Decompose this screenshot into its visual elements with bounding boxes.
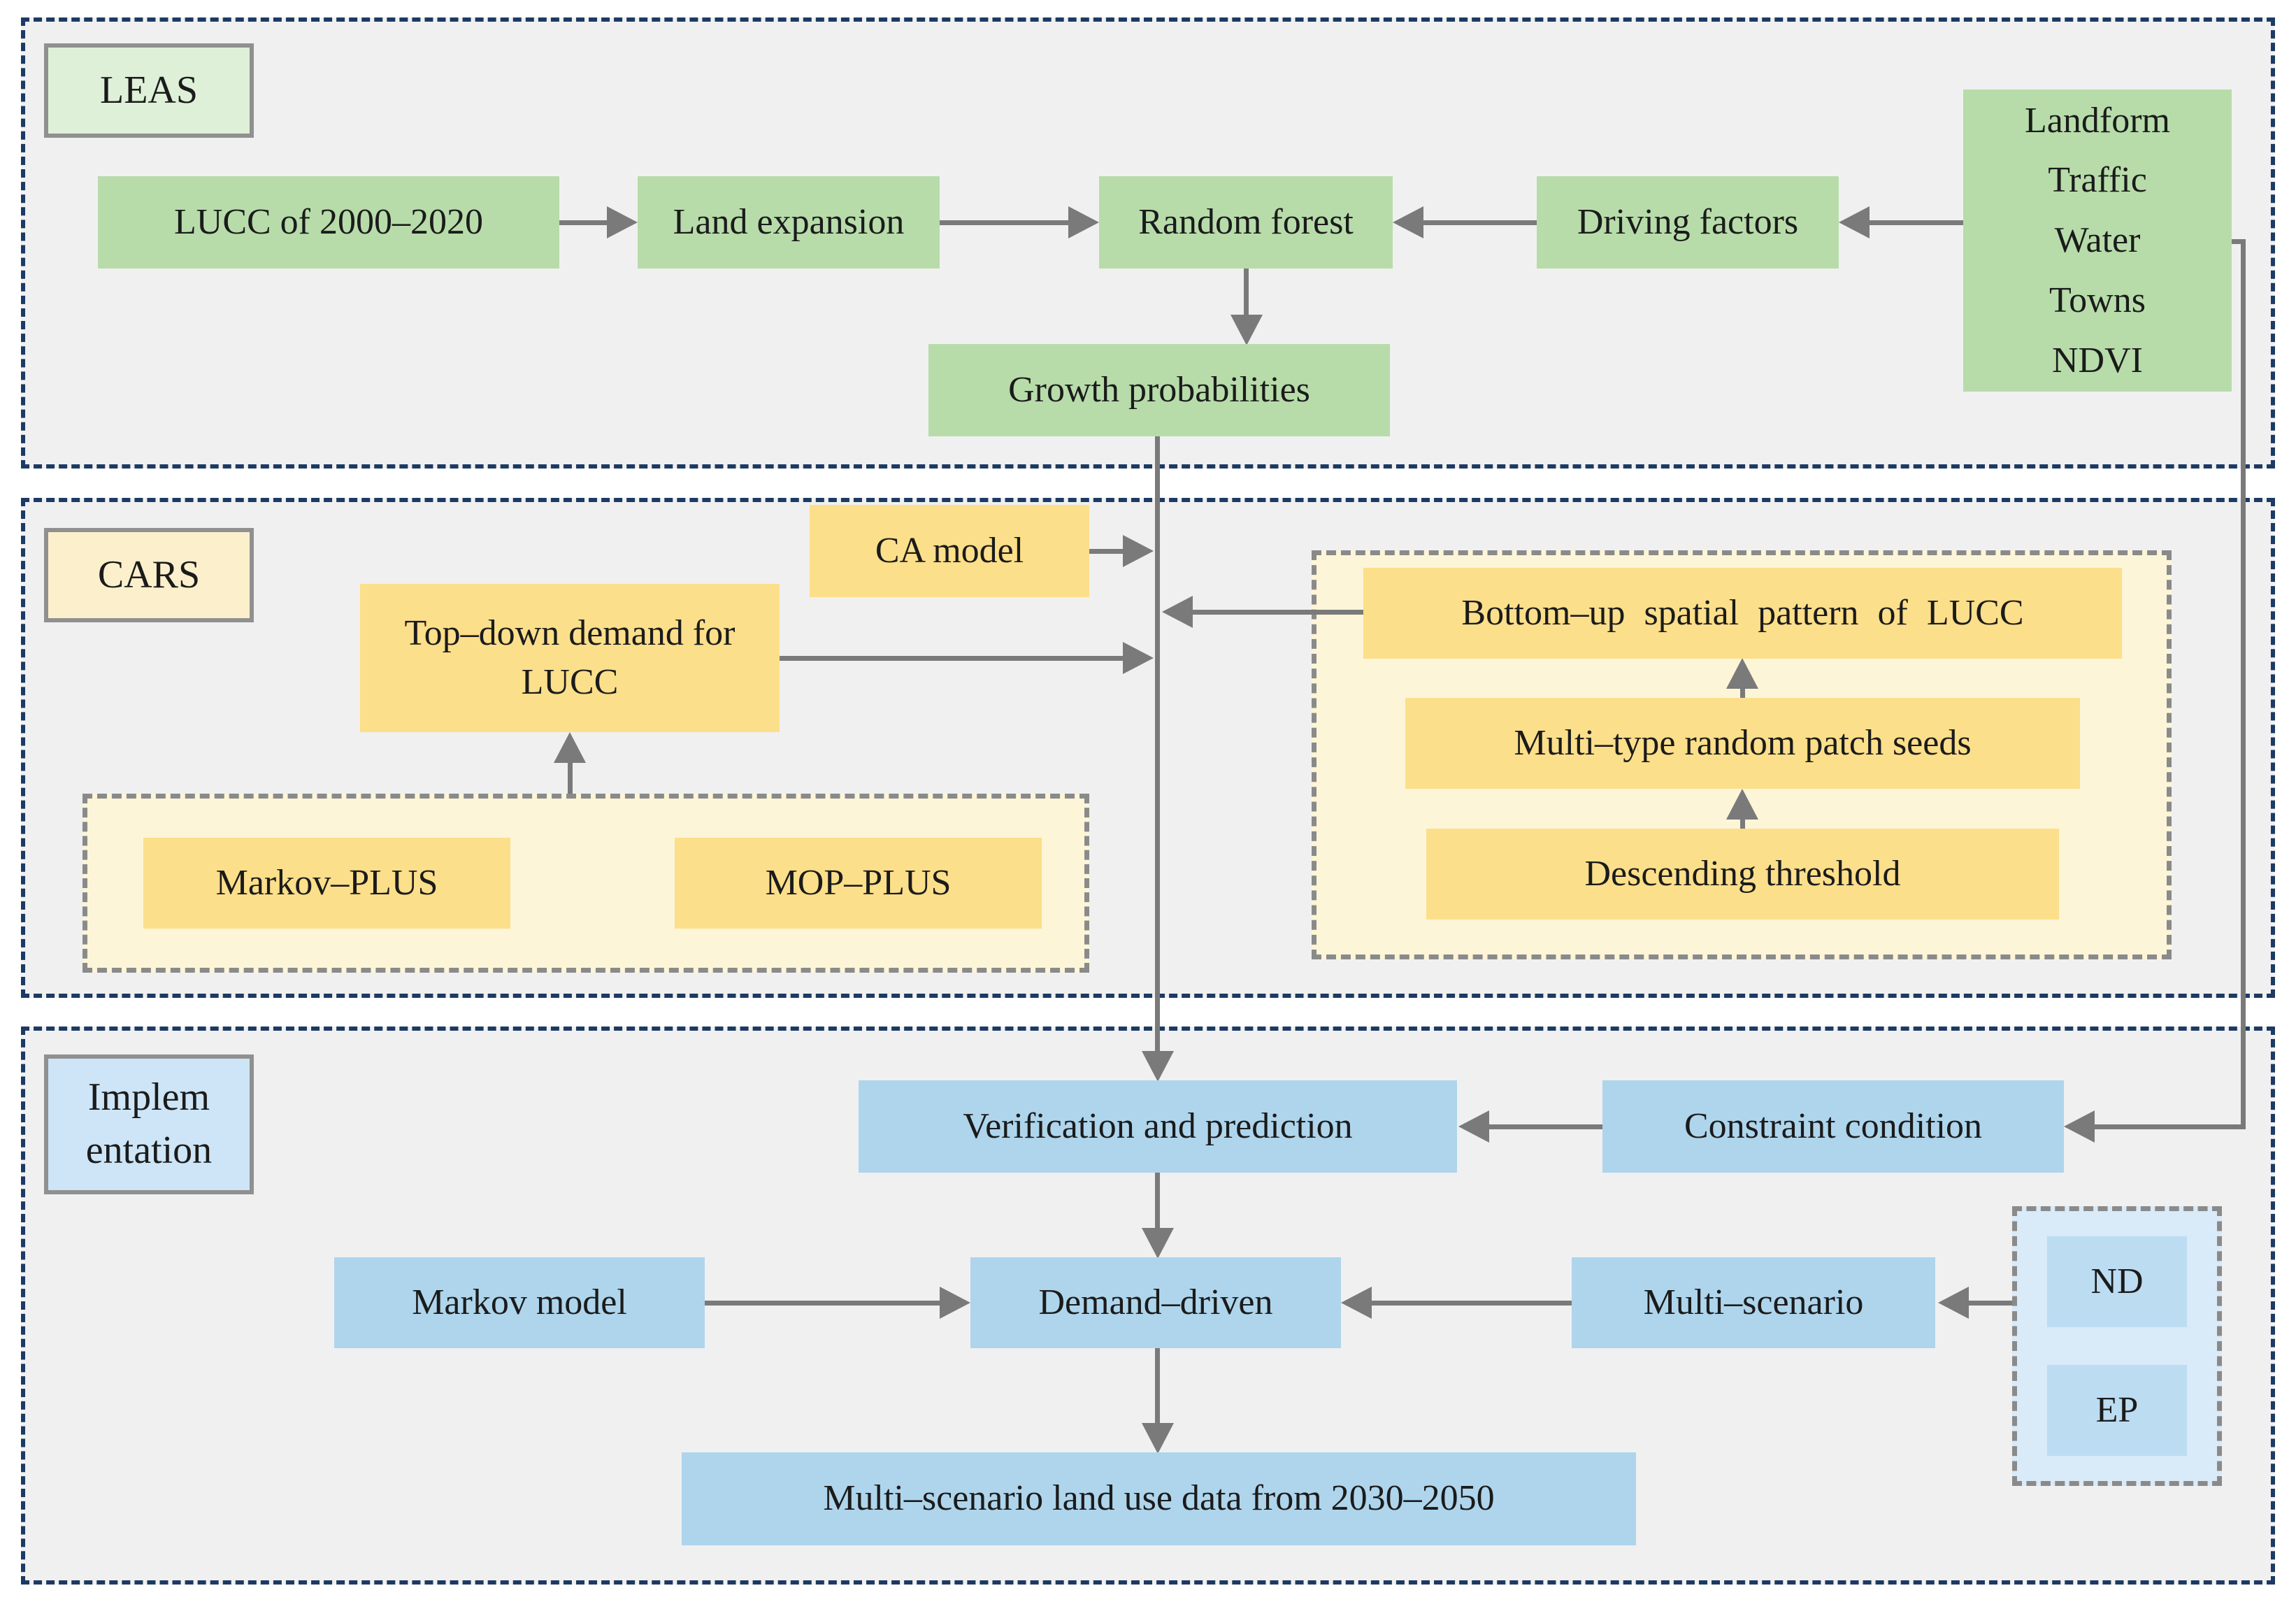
cars-section-label: CARS xyxy=(44,528,254,622)
arrowhead-container-to-topdown xyxy=(554,732,586,763)
feed-horizontal-to-constraint xyxy=(2093,1124,2246,1129)
node-markov-plus: Markov–PLUS xyxy=(143,838,510,929)
arrow-markovmodel-to-demand xyxy=(705,1301,942,1306)
arrow-multiscenario-to-demand xyxy=(1369,1301,1572,1306)
node-ep-scenario: EP xyxy=(2047,1365,2187,1456)
arrowhead-constraint-to-verification xyxy=(1458,1110,1489,1143)
node-result-data: Multi–scenario land use data from 2030–2… xyxy=(682,1452,1636,1545)
arrow-landexpansion-to-randomforest xyxy=(940,220,1071,225)
arrowhead-landexpansion-to-randomforest xyxy=(1068,206,1099,238)
node-multi-type-seeds: Multi–type random patch seeds xyxy=(1405,698,2080,789)
node-nd-scenario: ND xyxy=(2047,1236,2187,1327)
node-lucc-2000-2020: LUCC of 2000–2020 xyxy=(98,176,559,269)
arrow-verification-to-demand xyxy=(1155,1173,1160,1229)
arrowhead-verification-to-demand xyxy=(1142,1228,1174,1259)
arrowhead-markovmodel-to-demand xyxy=(940,1287,970,1319)
feed-vertical-right xyxy=(2241,239,2246,1129)
arrow-factors-to-drivingfactors xyxy=(1867,220,1963,225)
node-driving-factors: Driving factors xyxy=(1537,176,1839,269)
arrowhead-ndep-to-multiscenario xyxy=(1938,1287,1969,1319)
arrowhead-topdown-to-spine xyxy=(1123,642,1154,674)
node-bottom-up-pattern: Bottom–up spatial pattern of LUCC xyxy=(1363,568,2122,659)
node-multi-scenario: Multi–scenario xyxy=(1572,1257,1935,1348)
arrowhead-multitype-to-bottomup xyxy=(1726,658,1758,689)
node-growth-probabilities: Growth probabilities xyxy=(928,344,1390,436)
implementation-section-label: Implem entation xyxy=(44,1054,254,1194)
arrowhead-randomforest-to-growth xyxy=(1230,315,1263,345)
arrowhead-demand-to-result xyxy=(1142,1423,1174,1454)
node-verification-prediction: Verification and prediction xyxy=(859,1080,1457,1173)
arrowhead-multiscenario-to-demand xyxy=(1341,1287,1372,1319)
arrowhead-factors-to-drivingfactors xyxy=(1839,206,1870,238)
spine-growth-to-verification xyxy=(1155,436,1160,1052)
arrow-demand-to-result xyxy=(1155,1348,1160,1424)
arrow-multitype-to-bottomup xyxy=(1740,687,1745,698)
arrow-randomforest-to-growth xyxy=(1244,269,1249,316)
arrowhead-spine-to-verification xyxy=(1142,1051,1174,1082)
node-top-down-demand: Top–down demand for LUCC xyxy=(360,584,780,732)
arrow-drivingfactors-to-randomforest xyxy=(1421,220,1537,225)
node-factor-list: Landform Traffic Water Towns NDVI xyxy=(1963,90,2232,392)
node-random-forest: Random forest xyxy=(1099,176,1393,269)
arrowhead-feed-to-constraint xyxy=(2064,1110,2095,1143)
arrowhead-lucc-to-landexpansion xyxy=(607,206,638,238)
node-ca-model: CA model xyxy=(810,505,1089,597)
feed-factors-stub xyxy=(2232,239,2246,244)
node-markov-model: Markov model xyxy=(334,1257,705,1348)
arrow-topdown-to-spine xyxy=(780,656,1126,661)
arrow-ndep-to-multiscenario xyxy=(1966,1301,2012,1306)
node-demand-driven: Demand–driven xyxy=(970,1257,1341,1348)
leas-section-label: LEAS xyxy=(44,43,254,138)
node-constraint-condition: Constraint condition xyxy=(1602,1080,2064,1173)
node-descending-threshold: Descending threshold xyxy=(1426,829,2059,920)
arrow-bottomup-to-spine xyxy=(1190,610,1363,615)
arrow-constraint-to-verification xyxy=(1486,1124,1602,1129)
arrowhead-drivingfactors-to-randomforest xyxy=(1393,206,1423,238)
node-mop-plus: MOP–PLUS xyxy=(675,838,1042,929)
node-land-expansion: Land expansion xyxy=(638,176,940,269)
arrowhead-descending-to-multitype xyxy=(1726,789,1758,820)
arrow-container-to-topdown xyxy=(568,761,573,794)
arrow-descending-to-multitype xyxy=(1740,817,1745,829)
arrowhead-bottomup-to-spine xyxy=(1162,596,1193,628)
arrow-camodel-to-spine xyxy=(1089,549,1126,554)
arrow-lucc-to-landexpansion xyxy=(559,220,610,225)
arrowhead-camodel-to-spine xyxy=(1123,535,1154,567)
